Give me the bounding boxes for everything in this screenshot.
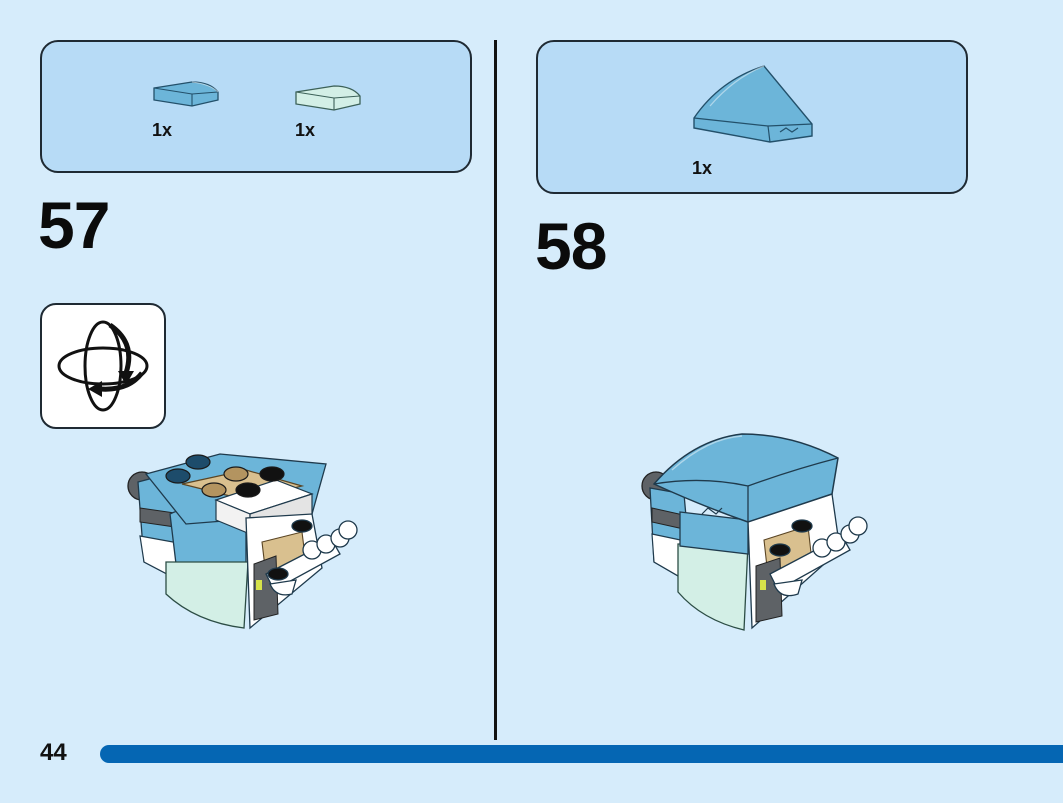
part-qty-1: 1x <box>152 120 173 140</box>
part-qty-3: 1x <box>692 158 713 178</box>
step-number-58: 58 <box>535 209 607 283</box>
progress-bar <box>100 745 1063 763</box>
page-number: 44 <box>40 739 67 766</box>
model-illustration-step-57 <box>126 444 362 634</box>
part-light-aqua-curved-slope <box>294 82 364 118</box>
part-qty-2: 1x <box>295 120 316 140</box>
model-illustration-step-58 <box>632 424 872 634</box>
step-number-57: 57 <box>38 188 110 262</box>
rotate-model-icon <box>50 313 156 419</box>
page-divider <box>494 40 497 740</box>
parts-callout-step-57: 1x 1x <box>40 40 472 173</box>
part-medium-azure-curved-wedge <box>690 62 818 154</box>
parts-callout-step-58: 1x <box>536 40 968 194</box>
rotate-model-callout <box>40 303 166 429</box>
part-medium-azure-curved-slope <box>152 78 222 114</box>
progress-bar-fill <box>100 745 1063 763</box>
